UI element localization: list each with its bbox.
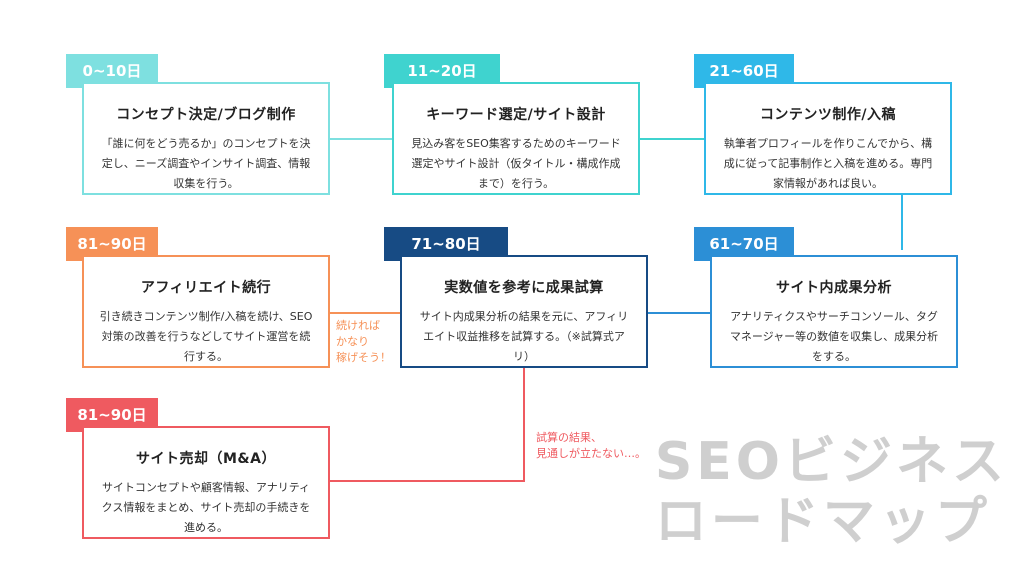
sell-note: 試算の結果、 見通しが立たない…。 xyxy=(536,430,646,462)
step-description: 「誰に何をどう売るか」のコンセプトを決定し、ニーズ調査やインサイト調査、情報収集… xyxy=(101,137,311,190)
step-box: サイト内成果分析 アナリティクスやサーチコンソール、タグマネージャー等の数値を収… xyxy=(710,255,958,368)
step-box: アフィリエイト続行 引き続きコンテンツ制作/入稿を続け、SEO対策の改善を行うな… xyxy=(82,255,330,368)
connector-step4-step5 xyxy=(648,312,712,314)
step-box: コンテンツ制作/入稿 執筆者プロフィールを作りこんでから、構成に従って記事制作と… xyxy=(704,82,952,195)
connector-step5-down xyxy=(523,368,525,482)
connector-step2-step3 xyxy=(638,138,704,140)
note-line: 試算の結果、 xyxy=(536,431,602,444)
step-description: 執筆者プロフィールを作りこんでから、構成に従って記事制作と入稿を進める。専門家情… xyxy=(723,137,933,190)
step-description: 引き続きコンテンツ制作/入稿を続け、SEO対策の改善を行うなどしてサイト運営を続… xyxy=(99,310,313,363)
roadmap-watermark: SEOビジネス ロードマップ xyxy=(655,432,1008,552)
step-box: 実数値を参考に成果試算 サイト内成果分析の結果を元に、アフィリエイト収益推移を試… xyxy=(400,255,648,368)
step-box: キーワード選定/サイト設計 見込み客をSEO集客するためのキーワード選定やサイト… xyxy=(392,82,640,195)
continue-note: 続ければ かなり 稼げそう！ xyxy=(336,318,391,366)
step-description: 見込み客をSEO集客するためのキーワード選定やサイト設計（仮タイトル・構成作成ま… xyxy=(411,137,621,190)
note-line: かなり xyxy=(336,335,369,348)
note-line: 見通しが立たない…。 xyxy=(536,447,646,460)
note-line: 続ければ xyxy=(336,319,380,332)
step-title: コンテンツ制作/入稿 xyxy=(759,107,897,123)
step-description: サイト内成果分析の結果を元に、アフィリエイト収益推移を試算する。（※試算式アリ） xyxy=(419,310,629,363)
step-title: アフィリエイト続行 xyxy=(140,280,272,296)
step-description: サイトコンセプトや顧客情報、アナリティクス情報をまとめ、サイト売却の手続きを進め… xyxy=(101,481,311,534)
step-box: コンセプト決定/ブログ制作 「誰に何をどう売るか」のコンセプトを決定し、ニーズ調… xyxy=(82,82,330,195)
connector-step3-step4 xyxy=(901,195,903,250)
watermark-line: ロードマップ xyxy=(654,492,991,552)
step-title: キーワード選定/サイト設計 xyxy=(426,107,606,123)
step-title: コンセプト決定/ブログ制作 xyxy=(116,107,296,123)
connector-step7-right xyxy=(328,480,525,482)
step-title: サイト売却（M&A） xyxy=(136,451,276,467)
step-title: 実数値を参考に成果試算 xyxy=(444,280,604,296)
connector-step5-step6 xyxy=(328,312,402,314)
step-title: サイト内成果分析 xyxy=(776,280,892,296)
watermark-line: SEOビジネス xyxy=(654,432,1008,492)
step-description: アナリティクスやサーチコンソール、タグマネージャー等の数値を収集し、成果分析をす… xyxy=(729,310,939,363)
step-box: サイト売却（M&A） サイトコンセプトや顧客情報、アナリティクス情報をまとめ、サ… xyxy=(82,426,330,539)
note-line: 稼げそう！ xyxy=(336,351,391,364)
connector-step1-step2 xyxy=(328,138,394,140)
